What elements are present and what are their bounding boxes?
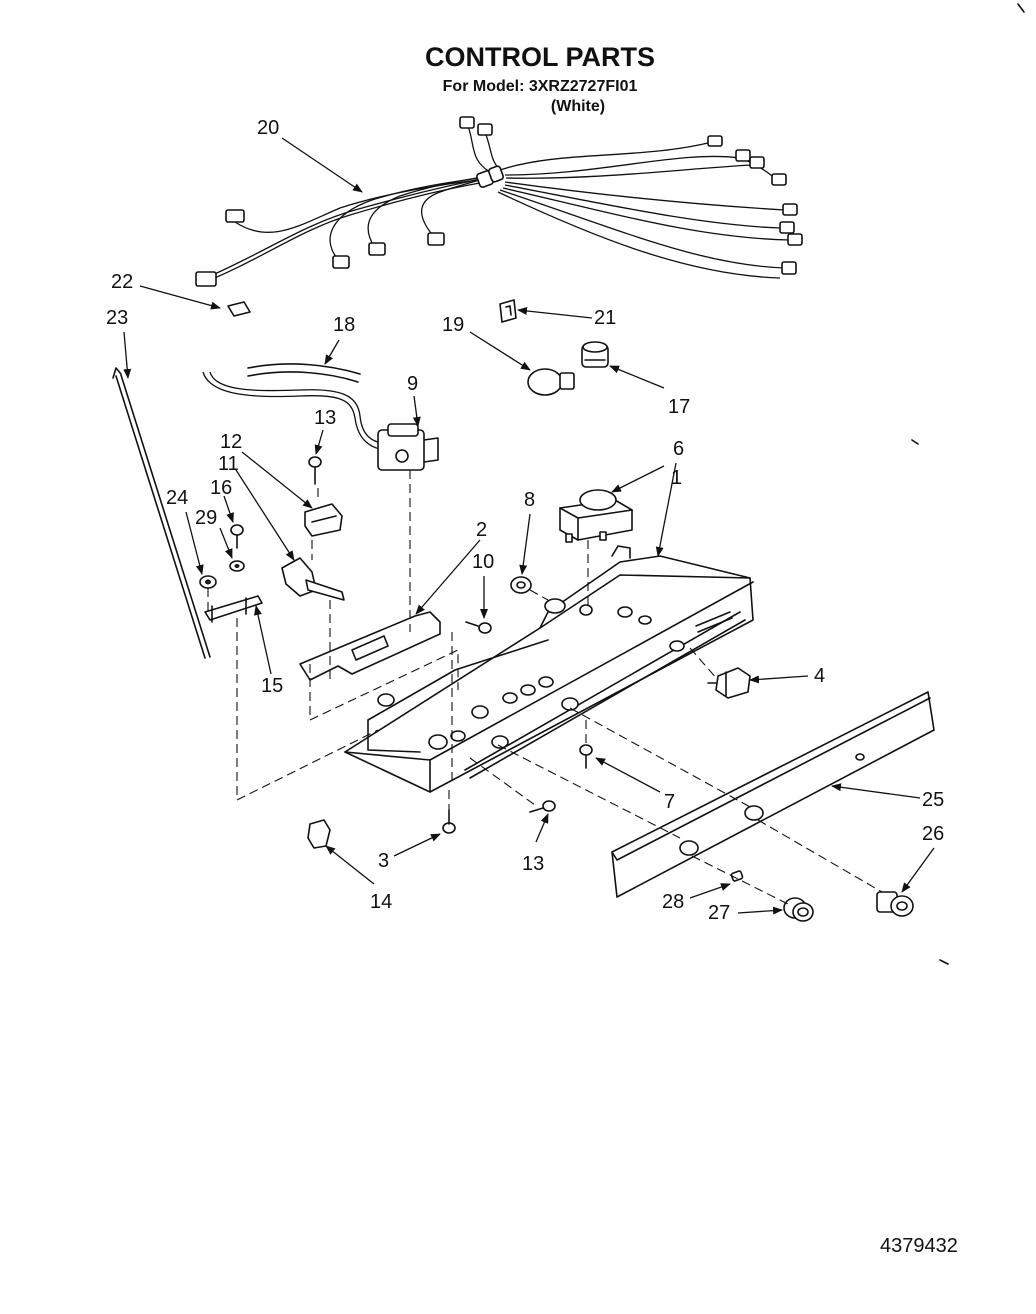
- control-housing-1: [344, 545, 754, 793]
- callout-labels: 20 22 23 18 19 21 17 9 13 12 11 16 24 29…: [106, 117, 944, 924]
- callout-10: 10: [472, 551, 494, 573]
- callout-24: 24: [166, 487, 188, 509]
- lever-15: [204, 595, 263, 623]
- callout-13-upper: 13: [314, 407, 336, 429]
- callout-8: 8: [524, 489, 535, 511]
- callout-14: 14: [370, 891, 392, 913]
- callout-26: 26: [922, 823, 944, 845]
- callout-6: 6: [673, 438, 684, 460]
- callout-2: 2: [476, 519, 487, 541]
- callout-15: 15: [261, 675, 283, 697]
- callout-12: 12: [220, 431, 242, 453]
- screw-3: [442, 809, 456, 834]
- clip-14: [307, 819, 331, 849]
- screw-10: [465, 621, 492, 634]
- model-line: For Model: 3XRZ2727FI01: [443, 78, 638, 95]
- callout-7: 7: [664, 791, 675, 813]
- grommet-8: [510, 576, 532, 594]
- callout-leaders: [123, 137, 935, 915]
- callout-1: 1: [671, 467, 682, 489]
- washer-29: [229, 560, 245, 572]
- page-title: CONTROL PARTS: [425, 42, 655, 72]
- wiring-harness-20: [195, 116, 803, 287]
- callout-18: 18: [333, 314, 355, 336]
- knob-26: [876, 891, 914, 917]
- edge-mark-middle: [911, 439, 919, 445]
- rod-23: [112, 367, 211, 659]
- callout-27: 27: [708, 902, 730, 924]
- callout-25: 25: [922, 789, 944, 811]
- control-knob-shaft-11: [281, 557, 345, 601]
- document-number: 4379432: [880, 1235, 958, 1257]
- thermostat-9: [202, 371, 439, 471]
- callout-22: 22: [111, 271, 133, 293]
- edge-mark-lower: [939, 959, 949, 965]
- light-bulb-19: [527, 368, 575, 396]
- callout-21: 21: [594, 307, 616, 329]
- washer-24: [199, 575, 217, 589]
- assembly-lines: [207, 470, 883, 906]
- tube-18: [247, 363, 361, 383]
- light-socket-17: [581, 341, 609, 368]
- bracket-2: [299, 611, 441, 681]
- screw-13-lower: [529, 800, 556, 813]
- switch-4: [707, 667, 751, 699]
- screw-13-upper: [308, 456, 322, 485]
- callout-19: 19: [442, 314, 464, 336]
- color-line: (White): [551, 98, 605, 115]
- callout-13-lower: 13: [522, 853, 544, 875]
- callout-23: 23: [106, 307, 128, 329]
- bracket-12: [304, 503, 343, 537]
- callout-29: 29: [195, 507, 217, 529]
- callout-9: 9: [407, 373, 418, 395]
- edge-mark-upper: [1017, 3, 1025, 13]
- knob-27: [783, 897, 814, 922]
- callout-20: 20: [257, 117, 279, 139]
- callout-17: 17: [668, 396, 690, 418]
- callout-4: 4: [814, 665, 825, 687]
- defrost-timer-6: [559, 489, 633, 543]
- callout-3: 3: [378, 850, 389, 872]
- callout-16: 16: [210, 477, 232, 499]
- light-lens-28: [730, 870, 744, 882]
- screw-7: [579, 744, 593, 769]
- callout-28: 28: [662, 891, 684, 913]
- clip-22: [227, 301, 251, 317]
- callout-11: 11: [218, 453, 239, 475]
- screw-16: [230, 524, 244, 549]
- front-panel-25: [611, 691, 935, 898]
- bulb-shield-21: [499, 299, 517, 323]
